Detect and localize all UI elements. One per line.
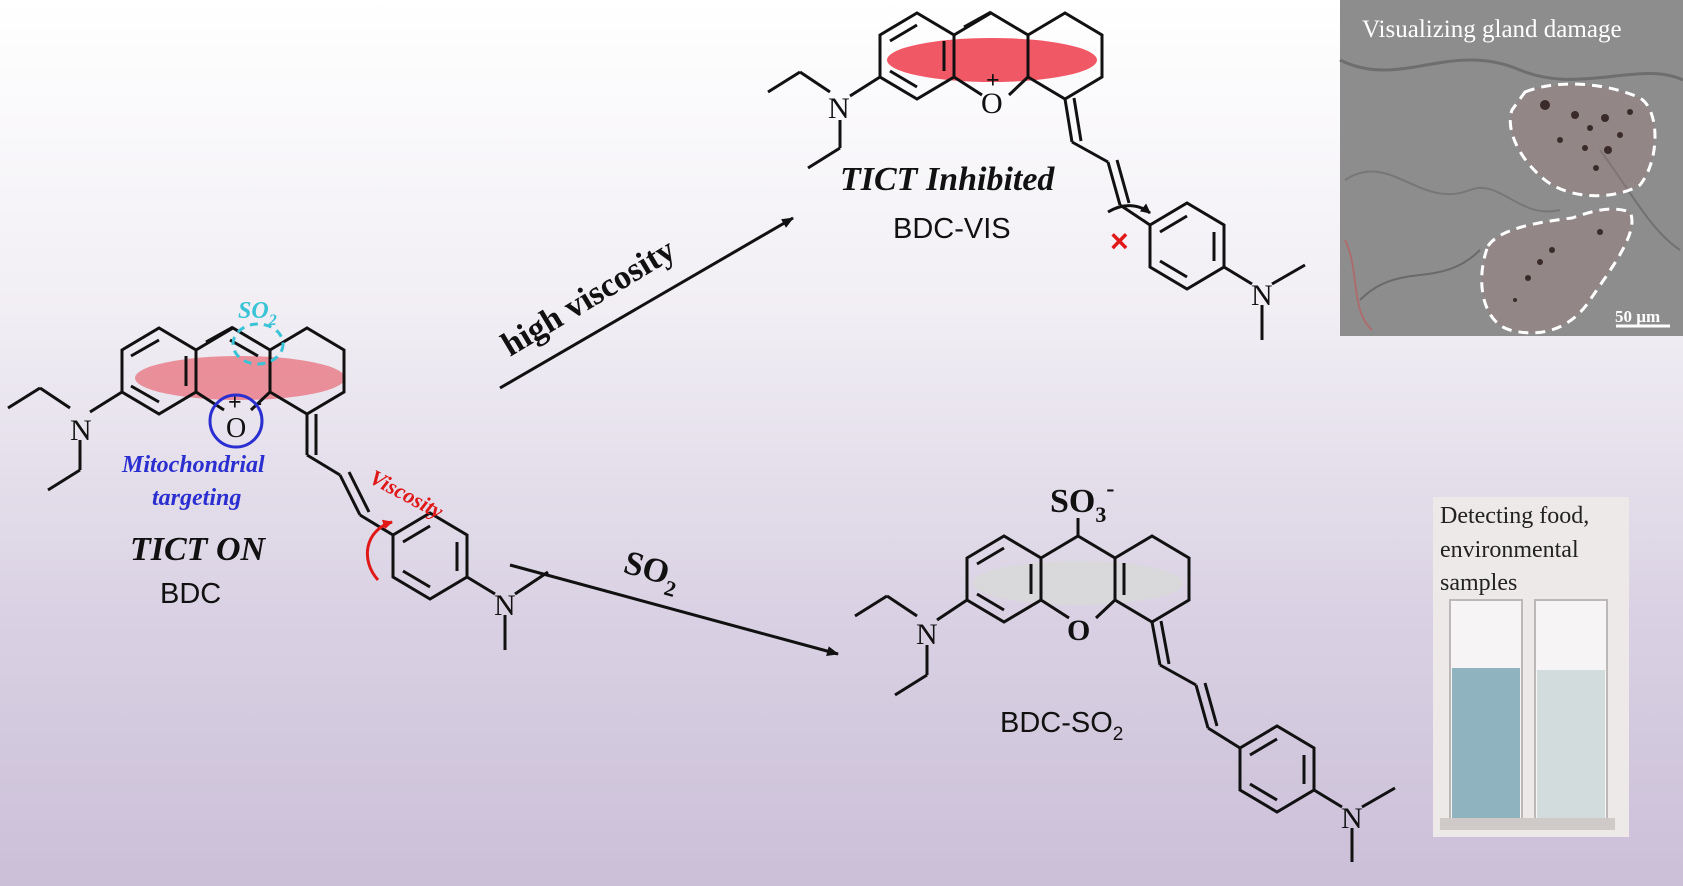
gland-region-2 bbox=[1480, 207, 1634, 335]
so2-arrow bbox=[509, 563, 839, 656]
viscosity-rotation-label: Viscosity bbox=[366, 464, 448, 523]
bdc-amine-n2: N bbox=[494, 589, 516, 622]
bdc-so2-molecule bbox=[854, 518, 1396, 862]
bdc-vis-n: N bbox=[828, 92, 850, 125]
mitochondrial-targeting-circle bbox=[208, 393, 264, 449]
cuvette-photo-panel: Detecting food, environmental samples bbox=[1433, 497, 1629, 837]
tict-inhibited-label: TICT Inhibited bbox=[840, 161, 1055, 198]
bdc-vis-oxygen: O bbox=[981, 87, 1003, 120]
sulfonate-group: SO3- bbox=[1050, 476, 1114, 527]
so2-site-label: SO2 bbox=[238, 298, 277, 329]
so2-arrow-label: SO2 bbox=[618, 544, 684, 602]
bdc-so2-oxygen: O bbox=[1067, 614, 1090, 647]
blocked-rotation-arrow bbox=[1107, 203, 1151, 215]
gland-imaging-panel: Visualizing gland damage 50 µm bbox=[1339, 0, 1683, 336]
bdc-negative-charge: - bbox=[254, 390, 262, 416]
bdc-vis-conjugation-highlight bbox=[887, 38, 1097, 82]
tict-on-label: TICT ON bbox=[130, 531, 267, 568]
bdc-so2-n2: N bbox=[1341, 802, 1363, 835]
cuvette-text-2: environmental bbox=[1440, 537, 1579, 563]
bdc-molecule bbox=[7, 325, 549, 650]
gland-region-1 bbox=[1508, 82, 1657, 198]
rotation-arrow bbox=[365, 519, 393, 582]
so2-site-circle bbox=[231, 322, 285, 366]
cuvette-text-3: samples bbox=[1440, 570, 1517, 596]
bdc-vis-n2: N bbox=[1251, 279, 1273, 312]
cuvette-right-solution bbox=[1537, 670, 1605, 818]
bdc-vis-charge: + bbox=[986, 68, 1000, 94]
bdc-so2-quenched-highlight bbox=[973, 561, 1183, 605]
scale-bar-label: 50 µm bbox=[1615, 307, 1660, 326]
bdc-so2-name: BDC-SO2 bbox=[1000, 707, 1123, 745]
targeting-label: targeting bbox=[152, 485, 241, 511]
bdc-name: BDC bbox=[160, 578, 221, 610]
cuvette-text-1: Detecting food, bbox=[1440, 503, 1589, 529]
high-viscosity-arrow bbox=[499, 216, 794, 390]
cuvette-left-solution bbox=[1452, 668, 1520, 818]
stained-spots bbox=[1513, 100, 1633, 302]
imaging-panel-title: Visualizing gland damage bbox=[1362, 16, 1622, 43]
mitochondrial-label: Mitochondrial bbox=[121, 452, 265, 478]
rotation-blocked-mark: × bbox=[1110, 223, 1129, 259]
bdc-vis-name: BDC-VIS bbox=[893, 213, 1011, 245]
bdc-amine-n: N bbox=[70, 414, 92, 447]
bdc-vis-molecule bbox=[767, 10, 1306, 340]
bdc-so2-n: N bbox=[916, 618, 938, 651]
bdc-ring-oxygen: O bbox=[226, 413, 246, 444]
